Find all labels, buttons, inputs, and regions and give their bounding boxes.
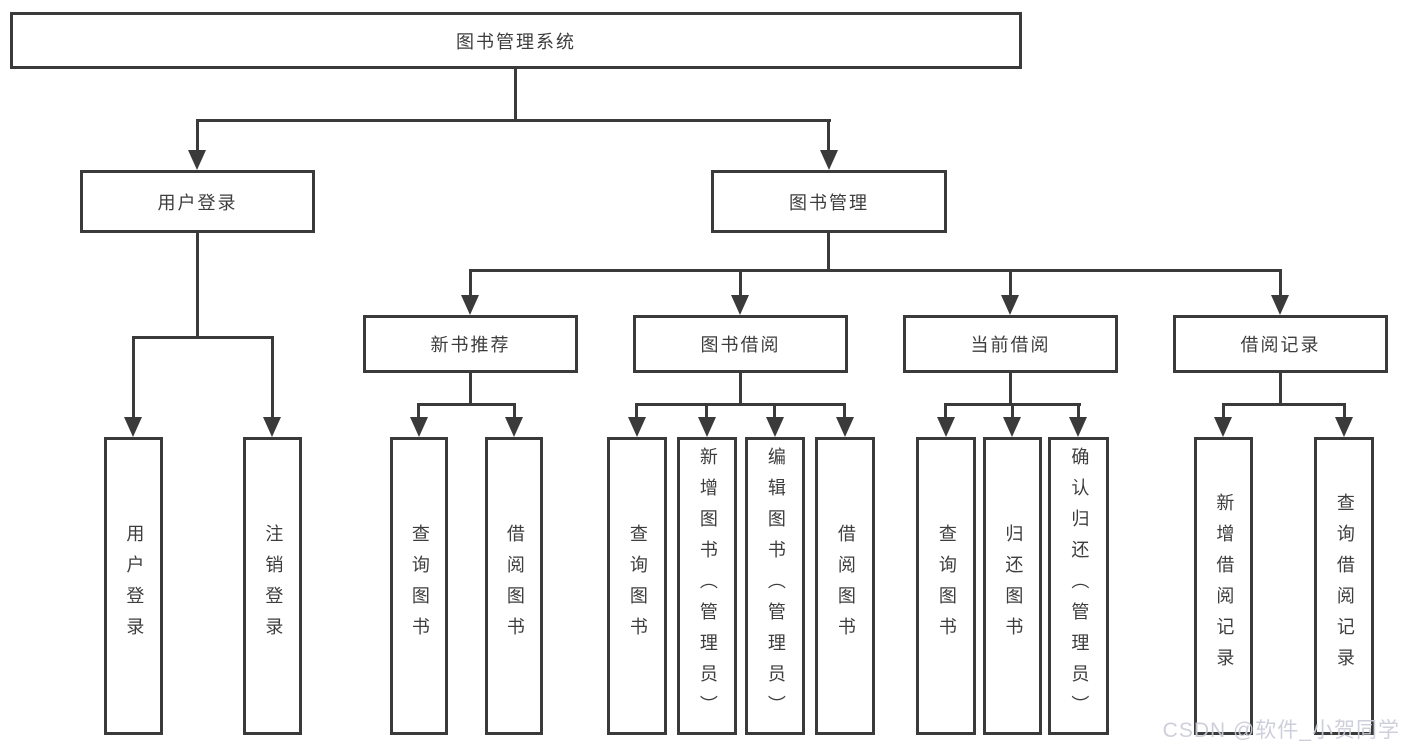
arrow-down-icon [188,150,206,170]
connector-book-borrow-branch [635,403,846,406]
connector-drop-leaf [513,403,516,421]
arrow-down-icon [1214,417,1232,437]
arrow-down-icon [628,417,646,437]
node-user-login: 用户登录 [80,170,315,233]
connector-drop-current-borrow [1009,269,1012,299]
arrow-down-icon [1335,417,1353,437]
arrow-down-icon [1069,417,1087,437]
connector-root-stem [514,69,517,121]
node-new-book-recommend: 新书推荐 [363,315,578,373]
leaf-label: 查询借阅记录 [1334,493,1355,679]
leaf-edit-books-admin: 编辑图书（管理员） [745,437,805,735]
leaf-label: 新增借阅记录 [1214,493,1235,679]
leaf-label: 新增图书（管理员） [697,446,718,726]
node-label: 图书管理系统 [456,31,576,52]
arrow-down-icon [698,417,716,437]
arrow-down-icon [410,417,428,437]
connector-drop-book-borrow [739,269,742,299]
node-label: 图书借阅 [700,335,781,355]
leaf-label: 查询图书 [627,524,648,648]
csdn-watermark: CSDN @软件_小贺同学 [1162,719,1400,742]
leaf-query-books-current: 查询图书 [916,437,976,735]
leaf-query-borrow-record: 查询借阅记录 [1314,437,1374,735]
connector-drop-leaf [132,336,135,421]
leaf-return-books: 归还图书 [983,437,1042,735]
leaf-query-books-newbook: 查询图书 [390,437,448,735]
leaf-label: 确认归还（管理员） [1069,446,1090,726]
leaf-label: 编辑图书（管理员） [765,446,786,726]
leaf-label: 注销登录 [263,524,284,648]
connector-drop-leaf [843,403,846,421]
arrow-down-icon [461,295,479,315]
node-label: 当前借阅 [970,335,1051,355]
connector-borrow-records-branch [1222,403,1346,406]
connector-user-login-stem [196,232,199,339]
connector-level3-branch [469,269,1281,272]
leaf-borrow-books-newbook: 借阅图书 [485,437,543,735]
arrow-down-icon [731,295,749,315]
leaf-user-login: 用户登录 [104,437,163,735]
arrow-down-icon [505,417,523,437]
arrow-down-icon [937,417,955,437]
arrow-down-icon [263,417,281,437]
node-borrow-records: 借阅记录 [1173,315,1388,373]
node-library-management-system: 图书管理系统 [10,12,1022,69]
connector-book-management-stem [827,232,830,272]
arrow-down-icon [820,150,838,170]
arrow-down-icon [836,417,854,437]
connector-drop-user-login [196,119,199,155]
leaf-add-borrow-record: 新增借阅记录 [1194,437,1253,735]
leaf-confirm-return-admin: 确认归还（管理员） [1048,437,1109,735]
node-book-management: 图书管理 [711,170,947,233]
connector-drop-leaf [1343,403,1346,421]
connector-drop-leaf [417,403,420,421]
leaf-label: 用户登录 [124,524,145,648]
arrow-down-icon [1271,295,1289,315]
leaf-logout: 注销登录 [243,437,302,735]
connector-drop-leaf [1222,403,1225,421]
connector-new-book-branch [417,403,516,406]
leaf-query-books-borrow: 查询图书 [607,437,667,735]
connector-drop-leaf [944,403,947,421]
connector-level1-branch [196,119,831,122]
leaf-add-books-admin: 新增图书（管理员） [677,437,737,735]
connector-drop-leaf [773,403,776,421]
node-label: 新书推荐 [430,335,511,355]
connector-drop-leaf [1077,403,1080,421]
connector-book-borrow-stem [739,372,742,406]
arrow-down-icon [124,417,142,437]
connector-borrow-records-stem [1279,372,1282,406]
connector-drop-book-management [827,119,830,155]
arrow-down-icon [1003,417,1021,437]
leaf-label: 查询图书 [936,524,957,648]
node-current-borrow: 当前借阅 [903,315,1118,373]
connector-user-login-branch [132,336,274,339]
leaf-borrow-books: 借阅图书 [815,437,875,735]
leaf-label: 查询图书 [409,524,430,648]
leaf-label: 归还图书 [1003,524,1024,648]
connector-drop-leaf [271,336,274,421]
node-label: 借阅记录 [1240,335,1321,355]
leaf-label: 借阅图书 [504,524,525,648]
connector-drop-leaf [1011,403,1014,421]
connector-current-borrow-stem [1009,372,1012,406]
arrow-down-icon [766,417,784,437]
connector-drop-leaf [635,403,638,421]
node-label: 用户登录 [157,192,238,213]
connector-new-book-stem [469,372,472,406]
connector-drop-borrow-records [1279,269,1282,299]
connector-drop-new-book [469,269,472,299]
connector-drop-leaf [705,403,708,421]
arrow-down-icon [1001,295,1019,315]
node-label: 图书管理 [789,192,869,213]
leaf-label: 借阅图书 [835,524,856,648]
node-book-borrow: 图书借阅 [633,315,848,373]
